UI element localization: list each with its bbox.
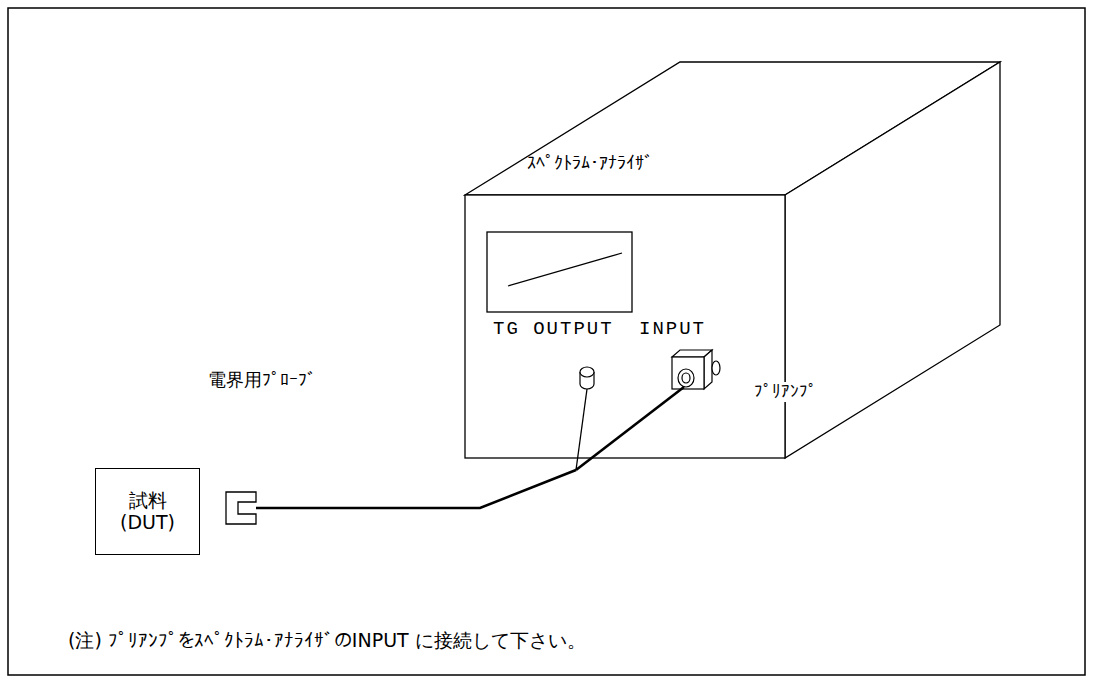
analyzer-title: ｽﾍﾟｸﾄﾗﾑ･ｱﾅﾗｲｻﾞ — [527, 153, 653, 174]
screen-trace — [508, 253, 622, 286]
port-label: TG OUTPUT — [493, 319, 614, 341]
sample-label: 試料 (DUT) — [116, 490, 180, 534]
sample-box: 試料 (DUT) — [95, 468, 200, 555]
probe-head — [226, 492, 256, 524]
port-label: INPUT — [639, 319, 706, 341]
spectrum-analyzer: ｽﾍﾟｸﾄﾗﾑ･ｱﾅﾗｲｻﾞTG OUTPUTINPUT — [465, 195, 785, 458]
probe-cable — [256, 387, 684, 508]
screen — [487, 232, 632, 312]
probe-label: 電界用ﾌﾟﾛｰﾌﾞ — [208, 370, 316, 391]
preamp-label: ﾌﾟﾘｱﾝﾌﾟ — [752, 382, 819, 402]
frame-border — [8, 8, 1085, 675]
tg-connector — [580, 367, 594, 389]
preamp-symbol — [672, 350, 720, 389]
analyzer-housing — [465, 62, 1000, 458]
note-text: (注) ﾌﾟﾘｱﾝﾌﾟをｽﾍﾟｸﾄﾗﾑ･ｱﾅﾗｲｻﾞのINPUT に接続して下さ… — [68, 630, 586, 652]
